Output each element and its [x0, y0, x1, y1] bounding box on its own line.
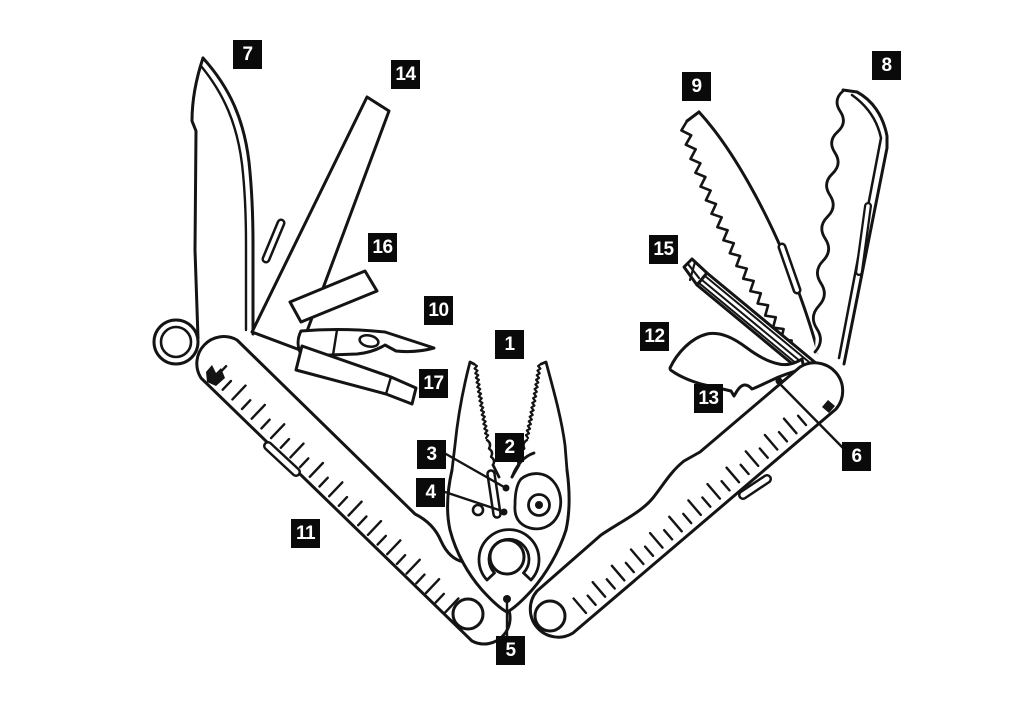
callout-9-saw: 9 — [682, 72, 711, 101]
callout-16-flat-tool: 16 — [368, 233, 397, 262]
point-dot-4 — [500, 508, 508, 516]
can-opener — [668, 331, 806, 398]
callout-8-serrated-knife: 8 — [872, 51, 901, 80]
knife-swedge-line — [199, 64, 248, 332]
leader-lines — [443, 377, 846, 639]
scissors-joint-line — [331, 328, 339, 357]
left-handle-clip-inner — [265, 443, 299, 475]
serrated-knife-fill — [815, 90, 887, 364]
right-handle-notch-mark — [822, 400, 835, 413]
awl-tip-line — [384, 375, 393, 396]
screwdriver-cross-mark — [686, 260, 701, 282]
saw-tip-cap — [685, 110, 701, 123]
awl — [294, 344, 418, 406]
phillips-screwdriver — [682, 257, 819, 378]
screwdriver-flutes — [698, 275, 816, 375]
leader-line-3 — [444, 452, 506, 489]
left-jaw-base-line — [491, 463, 501, 479]
can-opener-body — [668, 331, 806, 398]
serrated-knife-swedge — [837, 93, 883, 360]
left-handle-lanyard-hole — [451, 597, 485, 631]
saw-slot-inner — [780, 245, 799, 292]
pivot-bolt-inner — [535, 501, 543, 509]
left-jaw-teeth — [472, 362, 490, 440]
callout-12-can-opener: 12 — [640, 322, 669, 351]
leader-line-6 — [778, 382, 846, 451]
point-dot-6 — [775, 377, 783, 385]
callout-2-regular-pliers: 2 — [495, 433, 524, 462]
right-handle-body — [528, 361, 845, 639]
callout-13-bottle-opener: 13 — [694, 384, 723, 413]
pliers-head — [446, 360, 571, 614]
small-flat-tool — [288, 269, 379, 324]
saw-blade — [680, 110, 820, 354]
left-jaw-grip-teeth — [485, 438, 496, 467]
pivot-bolt-outer — [527, 493, 551, 517]
jaw-small-hole — [471, 503, 485, 517]
file-slot-inner — [264, 221, 283, 261]
callout-5-lanyard-point: 5 — [496, 636, 525, 665]
serrated-knife-tip — [841, 88, 859, 94]
right-jaw-outer-edge — [539, 360, 569, 472]
left-jaw-outer-edge — [450, 360, 476, 472]
serrated-knife-spine — [842, 90, 889, 366]
left-handle-fold-mark — [206, 365, 225, 386]
scissors-slot — [358, 333, 380, 349]
callout-14-file: 14 — [391, 60, 420, 89]
callout-10-scissors: 10 — [424, 296, 453, 325]
right-jaw-teeth — [524, 362, 543, 440]
serrated-knife-serration — [811, 89, 845, 354]
head-center-hole — [488, 538, 526, 576]
serrated-knife-blade — [811, 88, 889, 366]
callout-15-phillips-screwdriver: 15 — [649, 235, 678, 264]
callout-6-right-handle: 6 — [842, 442, 871, 471]
serrated-knife-slot-inner — [857, 204, 870, 274]
callout-7-knife-blade: 7 — [233, 40, 262, 69]
callout-17-awl: 17 — [419, 369, 448, 398]
right-handle-ruler-ticks — [572, 414, 808, 615]
point-dot-5 — [503, 595, 511, 603]
saw-back-edge — [687, 112, 818, 352]
lanyard-ring-inner — [159, 325, 193, 359]
callout-3-wire-cutters: 3 — [417, 440, 446, 469]
leader-line-4 — [443, 490, 504, 513]
callout-1-needlenose-pliers: 1 — [495, 330, 524, 359]
knife-spine — [201, 56, 255, 336]
callout-11-left-handle-ruler: 11 — [291, 519, 320, 548]
knife-blade-fill — [192, 58, 253, 338]
right-tools — [668, 88, 889, 398]
knife-cutting-edge — [190, 56, 205, 340]
knife-blade — [190, 56, 255, 340]
right-handle-clip-inner — [740, 476, 770, 498]
left-tools — [190, 56, 436, 406]
saw-teeth — [680, 119, 802, 354]
right-handle-lanyard-hole — [533, 599, 567, 633]
right-handle — [528, 361, 845, 639]
callout-4-hard-wire-cutters: 4 — [416, 478, 445, 507]
point-dot-3 — [502, 484, 510, 492]
